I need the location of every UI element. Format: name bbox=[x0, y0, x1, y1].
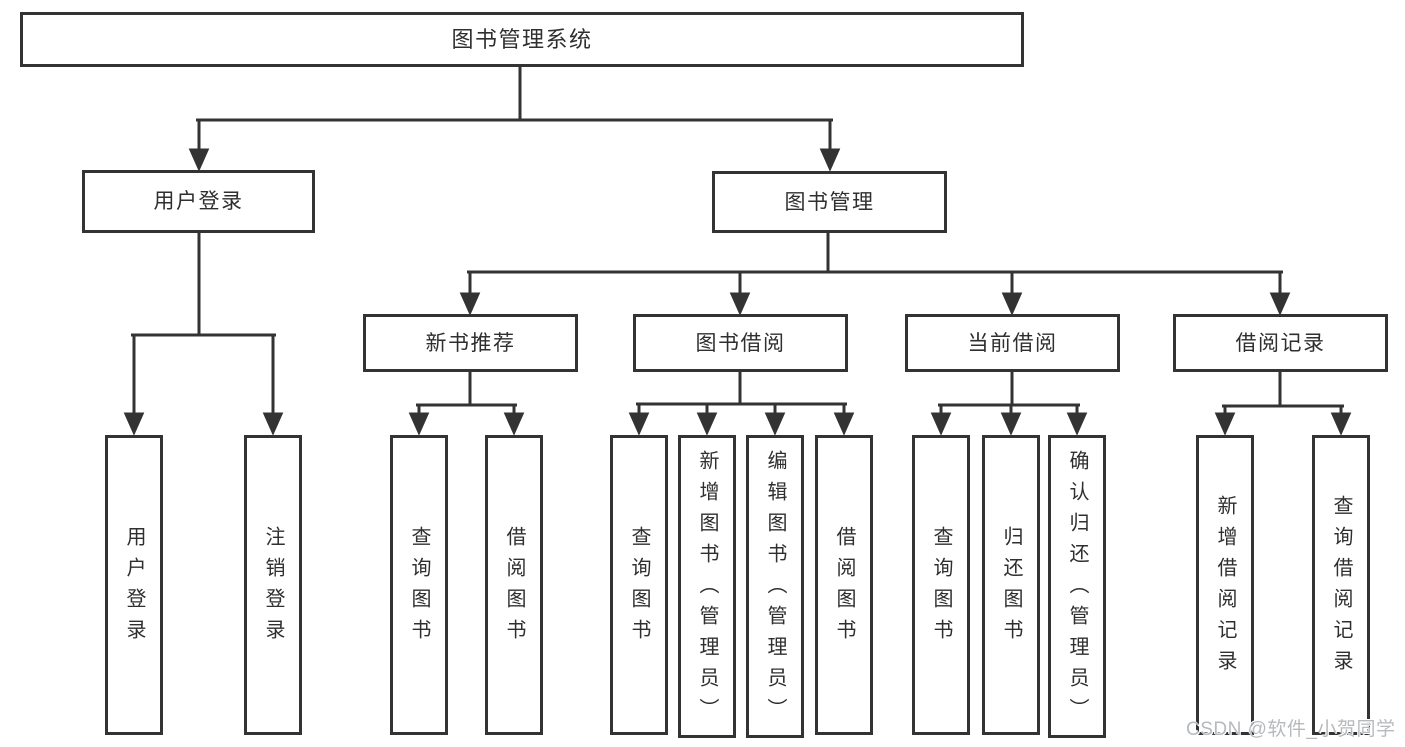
leaf-query-borrow-record-label: 查询借阅记录 bbox=[1330, 495, 1352, 681]
leaf-newbook-query-label: 查询图书 bbox=[408, 526, 430, 650]
node-book-borrowing: 图书借阅 bbox=[633, 314, 848, 372]
leaf-newbook-borrow-label: 借阅图书 bbox=[503, 526, 525, 650]
leaf-add-borrow-record: 新增借阅记录 bbox=[1196, 435, 1254, 735]
leaf-logout: 注销登录 bbox=[244, 435, 302, 735]
leaf-newbook-query-books: 查询图书 bbox=[390, 435, 448, 735]
leaf-add-borrow-record-label: 新增借阅记录 bbox=[1214, 495, 1236, 681]
leaf-confirm-return-label: 确认归还（管理员） bbox=[1066, 450, 1088, 729]
csdn-watermark: CSDN @软件_小贺同学 bbox=[1186, 719, 1396, 740]
node-user-login-branch: 用户登录 bbox=[82, 170, 315, 233]
leaf-logout-label: 注销登录 bbox=[262, 526, 284, 650]
node-root-system: 图书管理系统 bbox=[20, 12, 1024, 67]
node-root-label: 图书管理系统 bbox=[451, 26, 593, 52]
leaf-borrow-query-books: 查询图书 bbox=[610, 435, 668, 735]
leaf-current-query-books: 查询图书 bbox=[912, 435, 970, 735]
node-borrowing-records-label: 借阅记录 bbox=[1235, 331, 1326, 355]
node-current-borrowing-label: 当前借阅 bbox=[967, 331, 1058, 355]
node-book-management-branch: 图书管理 bbox=[712, 171, 947, 233]
leaf-newbook-borrow-books: 借阅图书 bbox=[485, 435, 543, 735]
leaf-current-query-label: 查询图书 bbox=[930, 526, 952, 650]
leaf-confirm-return-admin: 确认归还（管理员） bbox=[1048, 435, 1106, 738]
leaf-add-books-admin: 新增图书（管理员） bbox=[678, 435, 736, 738]
leaf-add-books-label: 新增图书（管理员） bbox=[696, 450, 718, 729]
leaf-edit-books-label: 编辑图书（管理员） bbox=[764, 450, 786, 729]
node-borrowing-records: 借阅记录 bbox=[1173, 314, 1388, 372]
leaf-return-books-label: 归还图书 bbox=[1000, 526, 1022, 650]
node-current-borrowing: 当前借阅 bbox=[905, 314, 1120, 372]
node-new-book-recommend: 新书推荐 bbox=[363, 314, 578, 372]
leaf-user-login: 用户登录 bbox=[105, 435, 163, 735]
leaf-borrow-books-label: 借阅图书 bbox=[833, 526, 855, 650]
node-new-book-label: 新书推荐 bbox=[425, 331, 516, 355]
leaf-borrow-query-label: 查询图书 bbox=[628, 526, 650, 650]
leaf-query-borrow-record: 查询借阅记录 bbox=[1312, 435, 1370, 735]
leaf-return-books: 归还图书 bbox=[982, 435, 1040, 735]
leaf-user-login-label: 用户登录 bbox=[123, 526, 145, 650]
node-book-management-label: 图书管理 bbox=[784, 190, 875, 214]
leaf-borrow-books: 借阅图书 bbox=[815, 435, 873, 735]
node-user-login-label: 用户登录 bbox=[153, 190, 244, 213]
node-book-borrowing-label: 图书借阅 bbox=[695, 331, 786, 355]
leaf-edit-books-admin: 编辑图书（管理员） bbox=[746, 435, 804, 738]
